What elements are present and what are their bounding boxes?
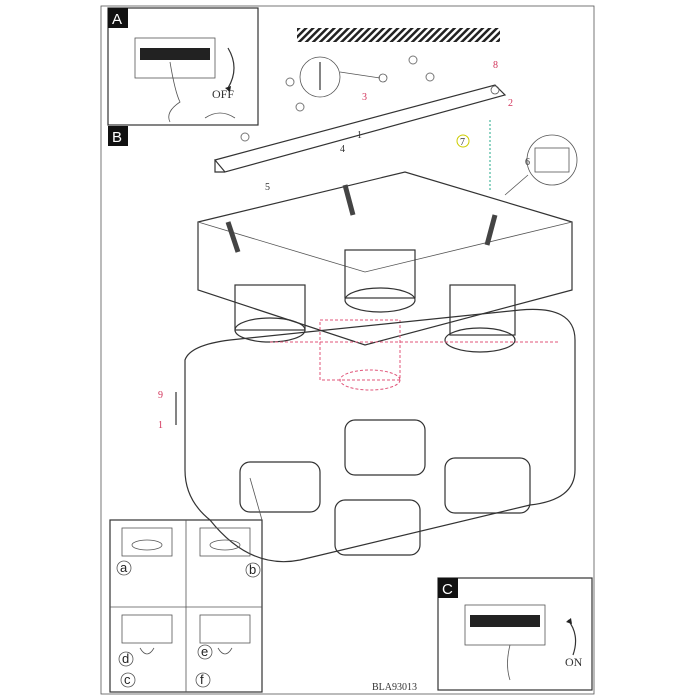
section-a-panel: A OFF <box>107 7 259 126</box>
page-border <box>100 5 595 695</box>
sub-step-a: a <box>120 560 128 575</box>
lamp-body <box>184 308 576 563</box>
drill-detail-icon <box>299 56 388 98</box>
back-plate <box>197 171 573 346</box>
sub-step-labels: a b c d e f <box>116 560 261 688</box>
section-c-panel: C ON <box>437 577 593 691</box>
step-4: 4 <box>340 144 345 155</box>
model-code: BLA93013 <box>372 682 417 693</box>
bulb-replacement-panel <box>109 477 263 693</box>
step-2: 2 <box>508 98 513 109</box>
section-b-label: B <box>112 129 122 146</box>
step-9: 9 <box>158 390 163 401</box>
sub-step-b: b <box>249 562 256 577</box>
step-1-lower: 1 <box>158 420 163 431</box>
breaker-panel-off-icon <box>134 37 236 123</box>
step-7-circle <box>456 134 470 148</box>
ceiling-holes <box>240 55 435 142</box>
sub-step-c: c <box>124 672 131 687</box>
ceiling-hatch-icon <box>297 28 500 42</box>
step-8: 8 <box>493 60 498 71</box>
section-c-label: C <box>442 581 453 598</box>
sub-step-f: f <box>200 672 204 687</box>
sub-step-d: d <box>122 651 129 666</box>
off-label: OFF <box>212 87 234 101</box>
section-a-label: A <box>112 11 122 28</box>
step-1: 1 <box>357 130 362 141</box>
step-5: 5 <box>265 182 270 193</box>
sub-step-e: e <box>201 644 208 659</box>
on-label: ON <box>565 655 583 669</box>
breaker-panel-on-icon <box>464 604 577 681</box>
mounting-bracket <box>213 84 507 173</box>
step-6: 6 <box>525 157 530 168</box>
section-a-badge <box>108 8 128 28</box>
step-7: 7 <box>460 137 465 148</box>
section-b-badge <box>108 126 128 146</box>
terminal-block-detail-icon <box>504 134 578 196</box>
step-3: 3 <box>362 92 367 103</box>
lamp-sockets <box>234 249 516 353</box>
hidden-socket-dashed <box>270 319 560 391</box>
